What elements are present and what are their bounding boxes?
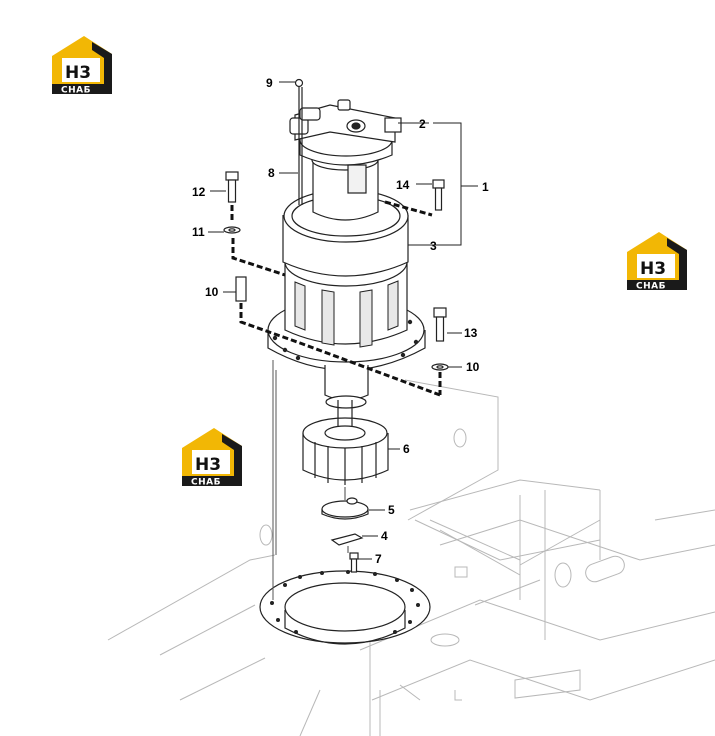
logo-main-text: H3 bbox=[65, 63, 91, 83]
pinion-gear bbox=[302, 400, 389, 485]
callout-4: 4 bbox=[381, 529, 388, 543]
ring-bolt-holes bbox=[270, 570, 420, 634]
callout-7: 7 bbox=[375, 552, 382, 566]
housing-slots bbox=[294, 280, 399, 348]
callout-11: 11 bbox=[192, 225, 205, 239]
callout-13: 13 bbox=[464, 326, 478, 340]
swing-motor bbox=[289, 99, 402, 221]
callout-1: 1 bbox=[482, 180, 489, 194]
callout-5: 5 bbox=[388, 503, 395, 517]
reduction-gear-housing bbox=[267, 189, 426, 409]
callout-8: 8 bbox=[268, 166, 275, 180]
logo-top-left: H3 CHAБ bbox=[52, 36, 112, 96]
callout-6: 6 bbox=[403, 442, 410, 456]
leader-lines bbox=[208, 81, 478, 560]
logo-right: H3 CHAБ bbox=[627, 232, 687, 292]
callout-3: 3 bbox=[430, 239, 437, 253]
callout-2: 2 bbox=[419, 117, 426, 131]
logo-center-left: H3 CHAБ bbox=[182, 428, 242, 488]
logo-main-text: H3 bbox=[195, 455, 221, 475]
swing-bearing-ring bbox=[259, 570, 431, 645]
callout-10-lower: 10 bbox=[466, 360, 480, 374]
center-bolt bbox=[349, 552, 359, 573]
callout-14: 14 bbox=[396, 178, 410, 192]
pinion-center-line bbox=[344, 487, 349, 553]
logo-main-text: H3 bbox=[640, 259, 666, 279]
lock-plate bbox=[330, 533, 364, 546]
callout-9: 9 bbox=[266, 76, 273, 90]
logo-sub-text: CHAБ bbox=[191, 478, 221, 488]
level-gauge bbox=[272, 78, 304, 600]
thrust-plate bbox=[321, 497, 369, 520]
logo-sub-text: CHAБ bbox=[636, 282, 666, 292]
callout-10-upper: 10 bbox=[205, 285, 219, 299]
callout-12: 12 bbox=[192, 185, 206, 199]
hardware bbox=[223, 171, 449, 371]
callout-labels: 9 2 1 8 14 12 11 3 10 13 10 6 5 4 7 bbox=[192, 76, 489, 566]
machine-frame-background bbox=[107, 379, 715, 736]
logo-sub-text: CHAБ bbox=[61, 86, 91, 96]
housing-flange-holes bbox=[272, 319, 419, 361]
assembly-dash-lines bbox=[230, 200, 442, 397]
